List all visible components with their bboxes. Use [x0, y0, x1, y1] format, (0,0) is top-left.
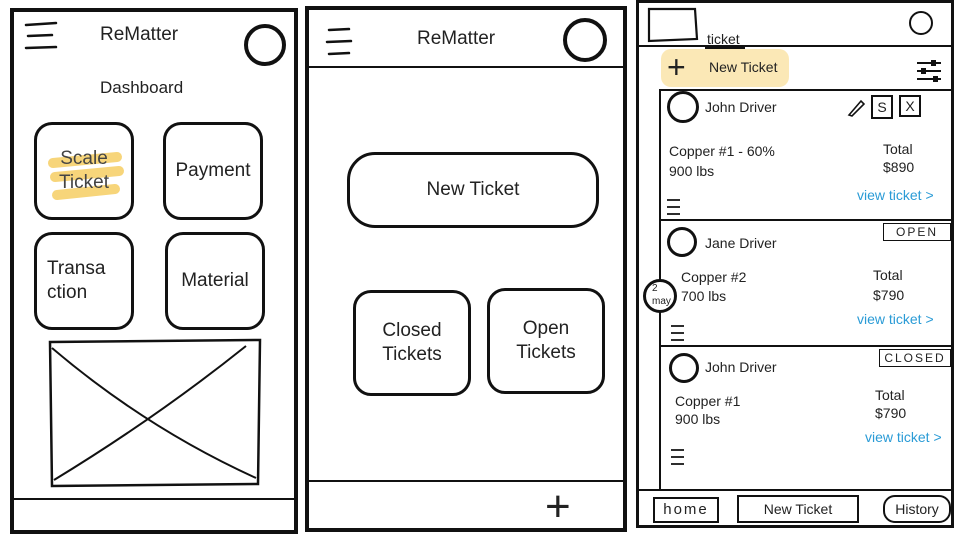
transaction-label: Transa ction: [47, 258, 106, 303]
profile-avatar-icon[interactable]: [563, 18, 607, 62]
hamburger-menu-icon[interactable]: [22, 20, 62, 52]
home-tab[interactable]: home: [653, 497, 719, 523]
highlight-mark: [48, 152, 124, 200]
transaction-tile[interactable]: Transa ction: [34, 232, 134, 330]
profile-avatar-icon[interactable]: [244, 24, 286, 66]
bottom-divider: [14, 498, 298, 500]
view-ticket-link[interactable]: view ticket >: [857, 187, 934, 203]
status-badge: CLOSED: [879, 349, 951, 367]
search-input[interactable]: ticket: [707, 31, 740, 47]
details-menu-icon[interactable]: [669, 323, 687, 343]
date-month: may: [652, 296, 671, 307]
view-ticket-link[interactable]: view ticket >: [857, 311, 934, 327]
add-icon[interactable]: +: [545, 482, 571, 531]
new-ticket-button[interactable]: New Ticket: [347, 152, 599, 228]
details-menu-icon[interactable]: [665, 197, 683, 217]
header-divider: [639, 45, 953, 47]
material-text: Copper #1 - 60%: [669, 143, 775, 159]
ticket-card: John Driver CLOSED Copper #1 900 lbs Tot…: [661, 345, 953, 491]
payment-tile[interactable]: Payment: [163, 122, 263, 220]
profile-avatar-icon[interactable]: [909, 11, 933, 35]
status-badge: OPEN: [883, 223, 951, 241]
driver-avatar-icon: [667, 91, 699, 123]
new-ticket-link[interactable]: New Ticket: [709, 59, 778, 75]
date-day: 2: [652, 283, 658, 294]
scale-ticket-label: Scale Ticket: [59, 148, 109, 193]
total-label: Total: [873, 267, 903, 283]
new-ticket-highlight[interactable]: [661, 49, 789, 87]
total-label: Total: [875, 387, 905, 403]
details-menu-icon[interactable]: [669, 447, 687, 467]
ticket-card: Jane Driver OPEN Copper #2 700 lbs Total…: [661, 219, 953, 347]
weight-text: 900 lbs: [669, 163, 715, 179]
total-label: Total: [883, 141, 913, 157]
dashboard-screen: ReMatter Dashboard Scale Ticket Payment …: [10, 8, 298, 534]
payment-label: Payment: [175, 160, 251, 182]
save-icon[interactable]: S: [871, 95, 893, 119]
closed-tickets-label: Closed Tickets: [382, 320, 442, 365]
scale-ticket-tile[interactable]: Scale Ticket: [34, 122, 134, 220]
material-tile[interactable]: Material: [165, 232, 265, 330]
edit-pencil-icon[interactable]: [847, 99, 865, 117]
close-icon[interactable]: X: [899, 95, 921, 117]
plus-icon[interactable]: +: [667, 49, 686, 85]
weight-text: 700 lbs: [681, 288, 727, 304]
open-tickets-label: Open Tickets: [516, 318, 576, 363]
page-title: Dashboard: [100, 78, 184, 97]
ticket-list-screen: ticket + New Ticket John Driver S X Copp…: [636, 0, 954, 528]
total-value: $890: [883, 159, 915, 175]
search-underline: [705, 47, 745, 49]
view-ticket-link[interactable]: view ticket >: [865, 429, 942, 445]
date-badge: 2 may: [643, 279, 677, 313]
material-text: Copper #2: [681, 269, 747, 285]
open-tickets-button[interactable]: Open Tickets: [487, 288, 605, 394]
image-placeholder: [48, 338, 262, 488]
new-ticket-label: New Ticket: [426, 179, 520, 201]
ticket-card: John Driver S X Copper #1 - 60% 900 lbs …: [661, 89, 953, 221]
new-ticket-tab[interactable]: New Ticket: [737, 495, 859, 523]
footer-divider: [639, 489, 953, 491]
total-value: $790: [873, 287, 905, 303]
app-title: ReMatter: [100, 24, 179, 45]
driver-name: John Driver: [705, 359, 777, 375]
history-tab[interactable]: History: [883, 495, 951, 523]
hamburger-menu-icon[interactable]: [323, 24, 357, 58]
material-text: Copper #1: [675, 393, 741, 409]
back-box-icon[interactable]: [645, 5, 701, 43]
total-value: $790: [875, 405, 907, 421]
driver-avatar-icon: [667, 227, 697, 257]
material-label: Material: [181, 270, 249, 292]
header-divider: [309, 66, 627, 68]
driver-name: John Driver: [705, 99, 777, 115]
closed-tickets-button[interactable]: Closed Tickets: [353, 290, 471, 396]
filter-sliders-icon[interactable]: [915, 59, 943, 83]
weight-text: 900 lbs: [675, 411, 721, 427]
bottom-divider: [309, 480, 627, 482]
tickets-screen: ReMatter New Ticket Closed Tickets Open …: [305, 6, 627, 532]
driver-avatar-icon: [669, 353, 699, 383]
app-title: ReMatter: [417, 28, 496, 49]
driver-name: Jane Driver: [705, 235, 777, 251]
